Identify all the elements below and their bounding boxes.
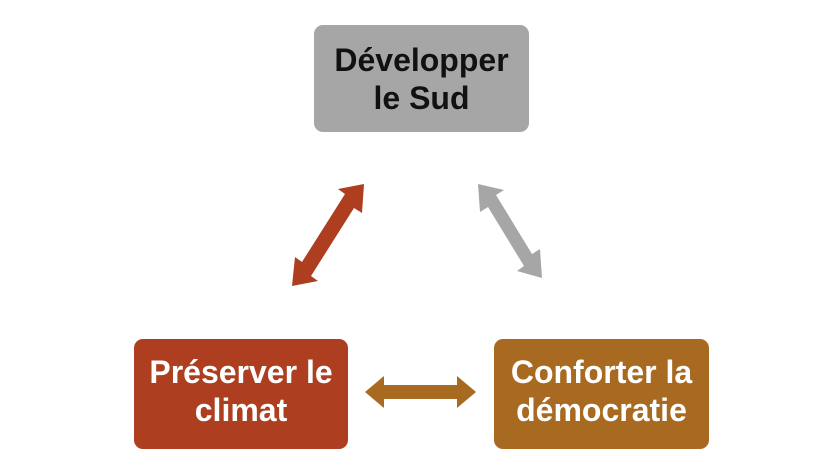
node-label-line2: climat	[194, 392, 288, 428]
arrow-left-right	[365, 376, 476, 408]
node-developper-le-sud: Développer le Sud	[314, 25, 529, 132]
node-label-line2: démocratie	[516, 392, 687, 428]
connector-arrows	[292, 184, 542, 408]
arrow-top-right	[478, 184, 542, 278]
node-label-line1: Conforter la	[510, 354, 693, 390]
node-preserver-le-climat: Préserver le climat	[134, 339, 348, 449]
node-label-line2: le Sud	[373, 79, 470, 116]
node-conforter-la-democratie: Conforter la démocratie	[494, 339, 709, 449]
node-label-line1: Développer	[334, 41, 509, 78]
arrow-top-left	[292, 184, 364, 286]
node-label-line1: Préserver le	[149, 354, 333, 390]
